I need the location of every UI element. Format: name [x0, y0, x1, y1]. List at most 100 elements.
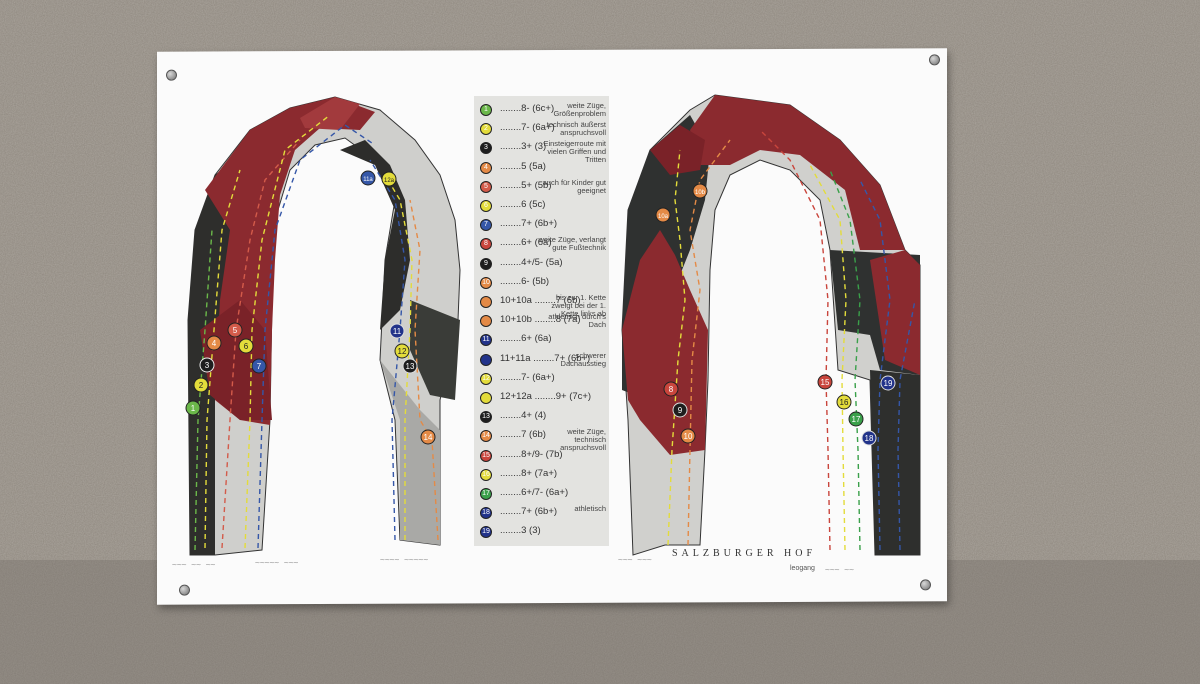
route-color-dot: [480, 449, 492, 462]
route-number: 8: [484, 240, 488, 248]
route-color-dot: [480, 276, 492, 289]
legend-row: 2........7- (6a+)technisch äußerst anspr…: [480, 121, 608, 137]
route-color-dot: [480, 104, 492, 116]
route-number: 5: [484, 182, 488, 190]
route-number: 3: [484, 144, 488, 152]
route-note: weite Züge, verlangt gute Fußtechnik: [538, 235, 606, 253]
route-grade: ........6 (5c): [500, 199, 546, 210]
legend-row: 8 ........6+ (6a)weite Züge, verlangt gut…: [480, 235, 608, 253]
route-number: 11: [482, 336, 490, 344]
route-number: 16: [482, 470, 490, 478]
route-color-dot: [480, 219, 492, 232]
route-grade: ........4+/5- (5a): [500, 256, 563, 268]
svg-text:12a: 12a: [384, 178, 395, 184]
route-color-dot: [480, 238, 492, 251]
svg-text:4: 4: [212, 339, 217, 348]
route-note: weite Züge, technisch anspruchsvoll: [560, 427, 606, 453]
legend-row: 4 ........5 (5a): [480, 160, 608, 174]
route-color-dot: [480, 200, 492, 212]
brand-subtitle: leogang: [790, 565, 815, 572]
legend-row: 16........8+ (7a+): [480, 468, 608, 481]
route-grade: ........8+/9- (7b): [500, 448, 563, 460]
route-number: 19: [482, 528, 490, 536]
legend-row: 12+12a ........9+ (7c+): [480, 392, 608, 404]
route-number: 13: [482, 413, 490, 421]
svg-text:17: 17: [852, 415, 861, 424]
route-grade: ........3 (3): [500, 525, 541, 537]
brand-name: SALZBURGER HOF: [672, 548, 817, 559]
route-grade: 12+12a ........9+ (7c+): [500, 391, 592, 402]
route-color-dot: [480, 315, 492, 328]
route-number: 1: [484, 106, 488, 113]
handwritten-scribble: ~~~ ~~~: [618, 555, 652, 564]
route-grade: ........5 (5a): [500, 160, 546, 172]
right-arch: [621, 94, 921, 556]
legend-row: 1 ........8- (6c+)weite Züge, Größenprobl…: [480, 101, 608, 118]
route-note: auch für Kinder gut geeignet: [542, 177, 606, 195]
svg-text:5: 5: [233, 326, 238, 335]
svg-text:11a: 11a: [363, 177, 373, 183]
svg-text:11: 11: [393, 327, 402, 336]
legend-row: 11........6+ (6a): [480, 334, 608, 347]
route-number: 10: [482, 278, 490, 286]
route-grade: ........4+ (4): [500, 410, 547, 422]
legend-row: 6 ........6 (5c): [480, 200, 608, 212]
legend-row: 11+11a ........7+ (6b+)schwerer Dachauss…: [480, 351, 608, 367]
route-number: 6: [484, 202, 488, 209]
route-grade: ........6+ (6a): [500, 237, 552, 249]
route-color-dot: [480, 411, 492, 424]
svg-text:9: 9: [678, 406, 683, 415]
route-grade: ........5+ (5b): [500, 179, 552, 191]
legend-row: 19 ........3 (3): [480, 525, 608, 539]
legend-row: 12 ........7- (6a+): [480, 371, 608, 385]
handwritten-scribble: ~~~ ~~ ~~: [172, 560, 216, 569]
route-note: athletisch durch's Dach: [548, 312, 606, 330]
route-grade: ........7- (6a+): [500, 371, 555, 383]
route-color-dot: [480, 296, 492, 308]
route-color-dot: [480, 372, 492, 385]
svg-text:3: 3: [205, 361, 210, 370]
route-note: Einsteigerroute mit vielen Griffen und T…: [543, 139, 606, 165]
route-number: 15: [482, 451, 490, 459]
route-number: 12: [482, 374, 490, 382]
route-grade: ........8- (6c+): [500, 103, 555, 114]
legend-row: 10 ........6- (5b): [480, 275, 608, 289]
route-note: weite Züge, Größenproblem: [553, 101, 606, 118]
route-color-dot: [480, 161, 492, 174]
legend-row: 3........3+ (3)Einsteigerroute mit viele…: [480, 140, 608, 164]
route-lines: [194, 114, 916, 551]
route-grade: ........7+ (6b+): [500, 506, 558, 518]
route-color-dot: [480, 430, 492, 443]
svg-text:10a: 10a: [658, 214, 669, 220]
handwritten-scribble: ~~~ ~~: [825, 565, 854, 574]
route-number: 4: [484, 163, 488, 171]
route-color-dot: [480, 507, 492, 520]
route-grade: 10+10a ........7 (6b): [500, 295, 581, 306]
route-number: 9: [484, 259, 488, 267]
route-number: 7: [484, 221, 488, 229]
legend-row: 15 ........8+/9- (7b): [480, 448, 608, 462]
route-grade: ........6- (5b): [500, 275, 550, 287]
svg-text:8: 8: [669, 385, 674, 394]
handwritten-scribble: ~~~~ ~~~~~: [380, 555, 429, 564]
svg-text:6: 6: [244, 342, 249, 351]
legend-row: 9 ........4+/5- (5a): [480, 256, 608, 270]
route-grade: 11+11a ........7+ (6b+): [500, 352, 591, 364]
legend-row: 5 ........5+ (5b)auch für Kinder gut geei…: [480, 177, 608, 195]
route-grade: ........7+ (6b+): [500, 218, 558, 230]
legend-row: 7 ........7+ (6b+): [480, 218, 608, 232]
route-grade: ........7 (6b): [500, 429, 546, 441]
route-grade: 10+10b ........8 (7a): [500, 314, 581, 326]
route-color-dot: [480, 257, 492, 270]
legend-row: 13 ........4+ (4): [480, 410, 608, 424]
svg-text:16: 16: [840, 398, 849, 407]
route-grade: ........7- (6a+): [500, 122, 555, 134]
route-color-dot: [480, 142, 492, 155]
svg-text:19: 19: [884, 379, 893, 388]
route-color-dot: [480, 468, 492, 481]
route-color-dot: [480, 353, 492, 366]
route-note: bis zur 1. Kette zweigt bei der 1. Kette…: [551, 293, 606, 318]
route-color-dot: [480, 392, 492, 404]
legend-row: 18........7+ (6b+)athletisch: [480, 505, 608, 520]
svg-text:7: 7: [257, 362, 262, 371]
